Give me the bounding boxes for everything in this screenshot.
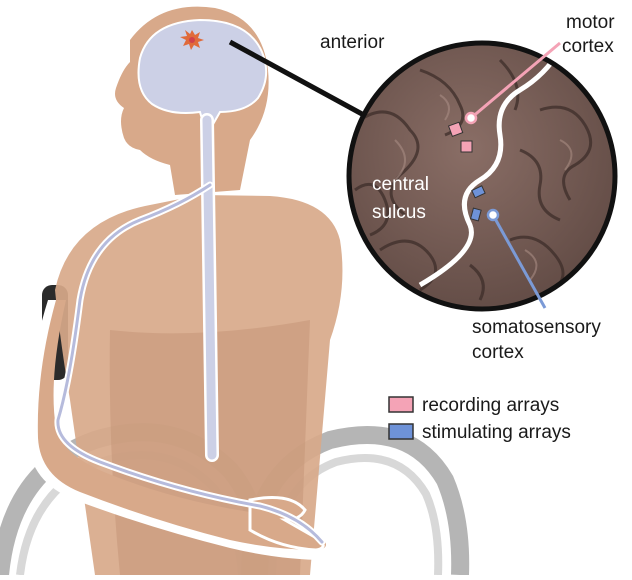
somatosensory-label-line2: cortex — [472, 342, 524, 363]
motor-cortex-label-line2: cortex — [562, 36, 614, 57]
somatosensory-label-line1: somatosensory — [472, 317, 601, 338]
central-sulcus-label-line2: sulcus — [372, 202, 426, 223]
legend-stimulating-label: stimulating arrays — [422, 422, 571, 443]
legend-recording-swatch — [389, 397, 413, 412]
anterior-label: anterior — [320, 32, 385, 53]
motor-cortex-label-line1: motor — [566, 12, 615, 33]
recording-array — [461, 141, 472, 152]
legend-recording-label: recording arrays — [422, 395, 559, 416]
legend: recording arrays stimulating arrays — [389, 395, 571, 443]
central-sulcus-label-line1: central — [372, 174, 429, 195]
legend-stimulating-swatch — [389, 424, 413, 439]
